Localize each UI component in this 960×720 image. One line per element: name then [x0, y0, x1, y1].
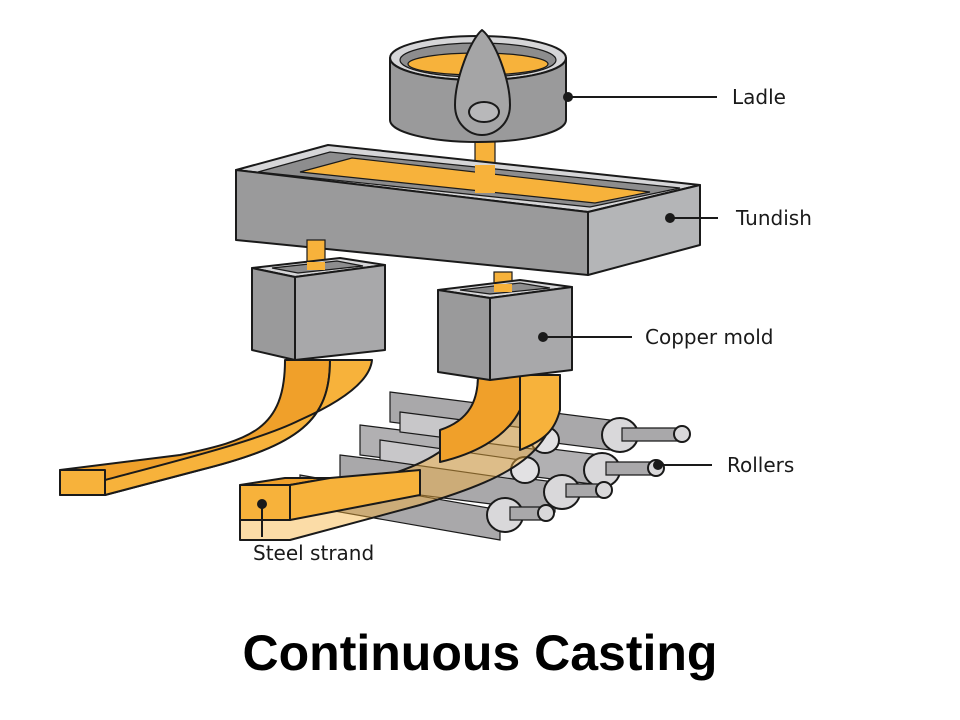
callout-copper-mold: Copper mold [538, 325, 773, 349]
label-tundish: Tundish [735, 206, 812, 230]
callout-tundish: Tundish [665, 206, 812, 230]
ladle [389, 29, 567, 143]
callout-rollers: Rollers [653, 453, 794, 477]
label-ladle: Ladle [732, 85, 786, 109]
callout-steel-strand: Steel strand [253, 499, 374, 565]
diagram-title: Continuous Casting [243, 625, 718, 681]
steel-strand-left [59, 359, 373, 496]
steel-strand-right [239, 374, 561, 541]
copper-mold-left [251, 257, 386, 361]
ladle-nozzle-icon [468, 101, 500, 123]
label-copper-mold: Copper mold [645, 325, 773, 349]
label-steel-strand: Steel strand [253, 541, 374, 565]
label-rollers: Rollers [727, 453, 794, 477]
copper-mold-right [437, 279, 573, 381]
callout-ladle: Ladle [563, 85, 786, 109]
tundish [235, 144, 701, 276]
